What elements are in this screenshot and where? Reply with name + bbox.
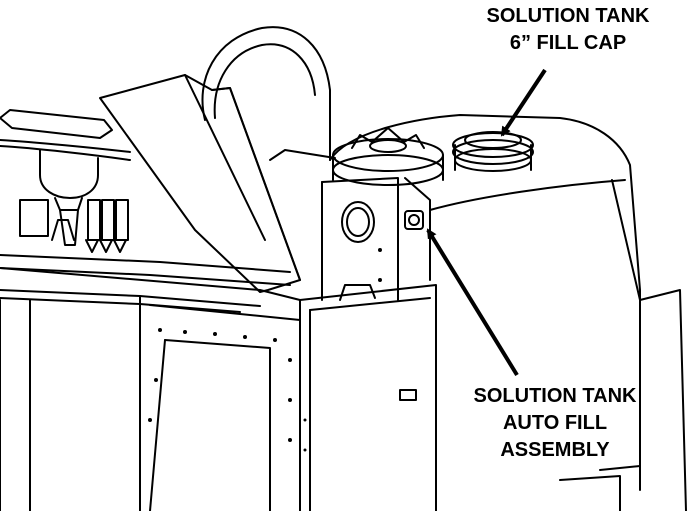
tank-port [341, 201, 375, 243]
auto-fill-leader-arrow [426, 228, 519, 377]
auto-fill-fitting [404, 210, 424, 230]
right-door-panel [299, 284, 437, 511]
dashboard-plate [0, 254, 291, 313]
raised-cover-panel [99, 74, 301, 293]
auto-fill-callout-line-2: AUTO FILL [502, 412, 608, 434]
control-levers [19, 199, 129, 253]
auto-fill-callout-line-1: SOLUTION TANK [473, 385, 637, 407]
tank-lid [332, 127, 444, 186]
left-body-panel [0, 267, 301, 511]
operator-seat [201, 26, 336, 161]
fill-cap [452, 131, 534, 172]
auto-fill-callout: SOLUTION TANK AUTO FILL ASSEMBLY [425, 383, 685, 464]
fill-cap-callout-line-1: SOLUTION TANK [486, 5, 650, 27]
steering-assembly [0, 109, 131, 246]
fill-cap-callout: SOLUTION TANK 6” FILL CAP [440, 3, 696, 57]
auto-fill-callout-line-3: ASSEMBLY [500, 439, 610, 461]
rear-wall [559, 289, 687, 511]
fill-cap-callout-line-2: 6” FILL CAP [509, 32, 627, 54]
panel-fasteners [148, 248, 382, 452]
fill-cap-leader-arrow [500, 68, 547, 137]
